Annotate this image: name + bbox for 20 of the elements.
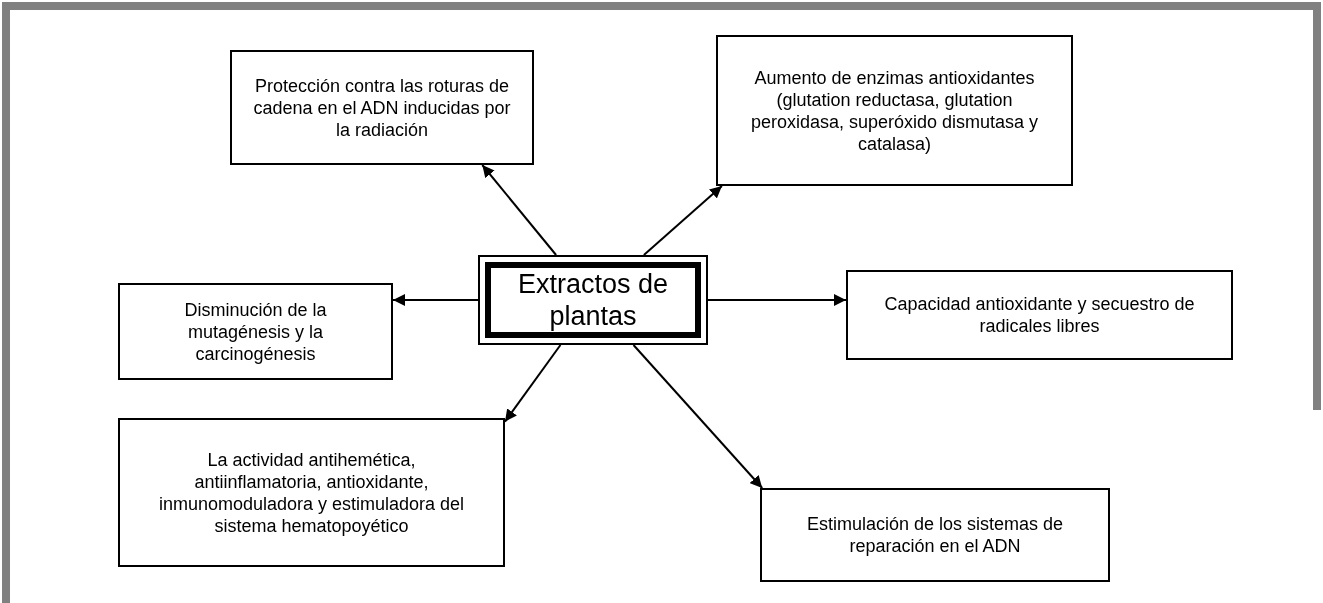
arrow [707, 294, 847, 306]
arrow [632, 344, 764, 489]
effect-box [118, 418, 505, 567]
arrow [481, 164, 558, 256]
effect-text: Aumento de enzimas antioxidantes (glutation reductasa, glutation peroxidasa, superóxido dismutasa y catalasa) [749, 66, 1040, 155]
effect-text: Protección contra las roturas de cadena en el ADN inducidas por la radiación [252, 74, 512, 141]
effect-box [846, 270, 1233, 360]
effect-box [230, 50, 534, 165]
arrow [504, 344, 562, 423]
effect-box [760, 488, 1110, 582]
effect-text: Estimulación de los sistemas de reparación en el ADN [805, 513, 1065, 557]
effect-text: La actividad antihemética, antiinflamatoria, antioxidante, inmunomoduladora y estimuladora del sistema hematopoyético [157, 448, 466, 537]
central-box [478, 255, 708, 345]
effect-box [716, 35, 1073, 186]
effect-text: Capacidad antioxidante y secuestro de radicales libres [883, 293, 1196, 337]
effect-text: Disminución de la mutagénesis y la carcinogénesis [183, 298, 328, 365]
arrow [642, 185, 723, 256]
arrow [392, 294, 479, 306]
title-text: Extractos de plantas [516, 268, 670, 332]
effect-box [118, 283, 393, 380]
